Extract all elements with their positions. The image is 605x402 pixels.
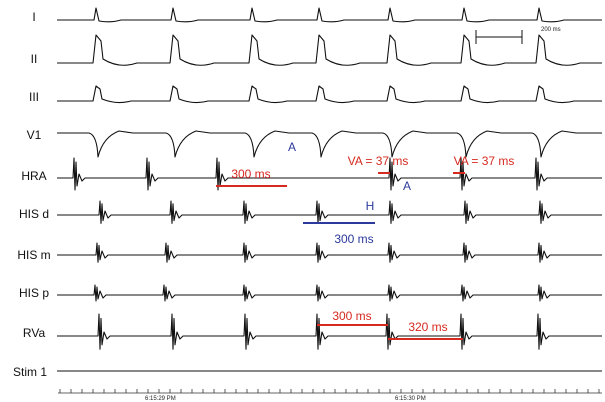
lead-labels: I II III V1 HRA HIS d HIS m HIS p RVa St… — [13, 10, 51, 379]
lead-rva-trace — [57, 313, 602, 350]
lead-label-his-m: HIS m — [17, 248, 50, 262]
va-label-2: VA = 37 ms — [454, 154, 515, 168]
scale-bar-bracket — [475, 30, 523, 44]
scale-bar-label: 200 ms — [541, 27, 561, 33]
lead-label-stim-1: Stim 1 — [13, 365, 47, 379]
lead-traces — [57, 7, 602, 372]
timestamp-1: 6:15:29 PM — [145, 396, 176, 402]
scale-bar: 200 ms — [475, 27, 561, 44]
time-axis — [58, 389, 602, 394]
lead-hra-trace — [57, 157, 602, 191]
hra-interval-label: 300 ms — [231, 167, 270, 181]
interval-annotations: 300 ms A VA = 37 ms A VA = 37 ms H 300 m… — [216, 140, 515, 340]
lead-ii-trace — [57, 34, 602, 66]
lead-label-rva: RVa — [23, 326, 46, 340]
his-interval-label: 300 ms — [334, 232, 373, 246]
atrial-label-2: A — [403, 179, 411, 193]
lead-his-d-trace — [57, 200, 602, 224]
lead-his-m-trace — [57, 242, 602, 263]
va-label-1: VA = 37 ms — [348, 154, 409, 168]
lead-label-his-p: HIS p — [19, 286, 49, 300]
lead-his-p-trace — [57, 284, 602, 302]
rva-interval-label-1: 300 ms — [332, 309, 371, 323]
lead-label-ii: II — [31, 52, 38, 66]
his-label: H — [366, 199, 375, 213]
atrial-label-1: A — [288, 140, 296, 154]
lead-label-v1: V1 — [27, 128, 42, 142]
lead-iii-trace — [57, 85, 602, 104]
rva-interval-label-2: 320 ms — [408, 320, 447, 334]
lead-label-iii: III — [29, 90, 39, 104]
lead-label-his-d: HIS d — [19, 207, 49, 221]
lead-label-hra: HRA — [21, 169, 46, 183]
timestamp-2: 6:15:30 PM — [395, 396, 426, 402]
lead-v1-trace — [57, 130, 602, 158]
lead-label-i: I — [32, 10, 35, 24]
lead-i-trace — [57, 7, 602, 23]
